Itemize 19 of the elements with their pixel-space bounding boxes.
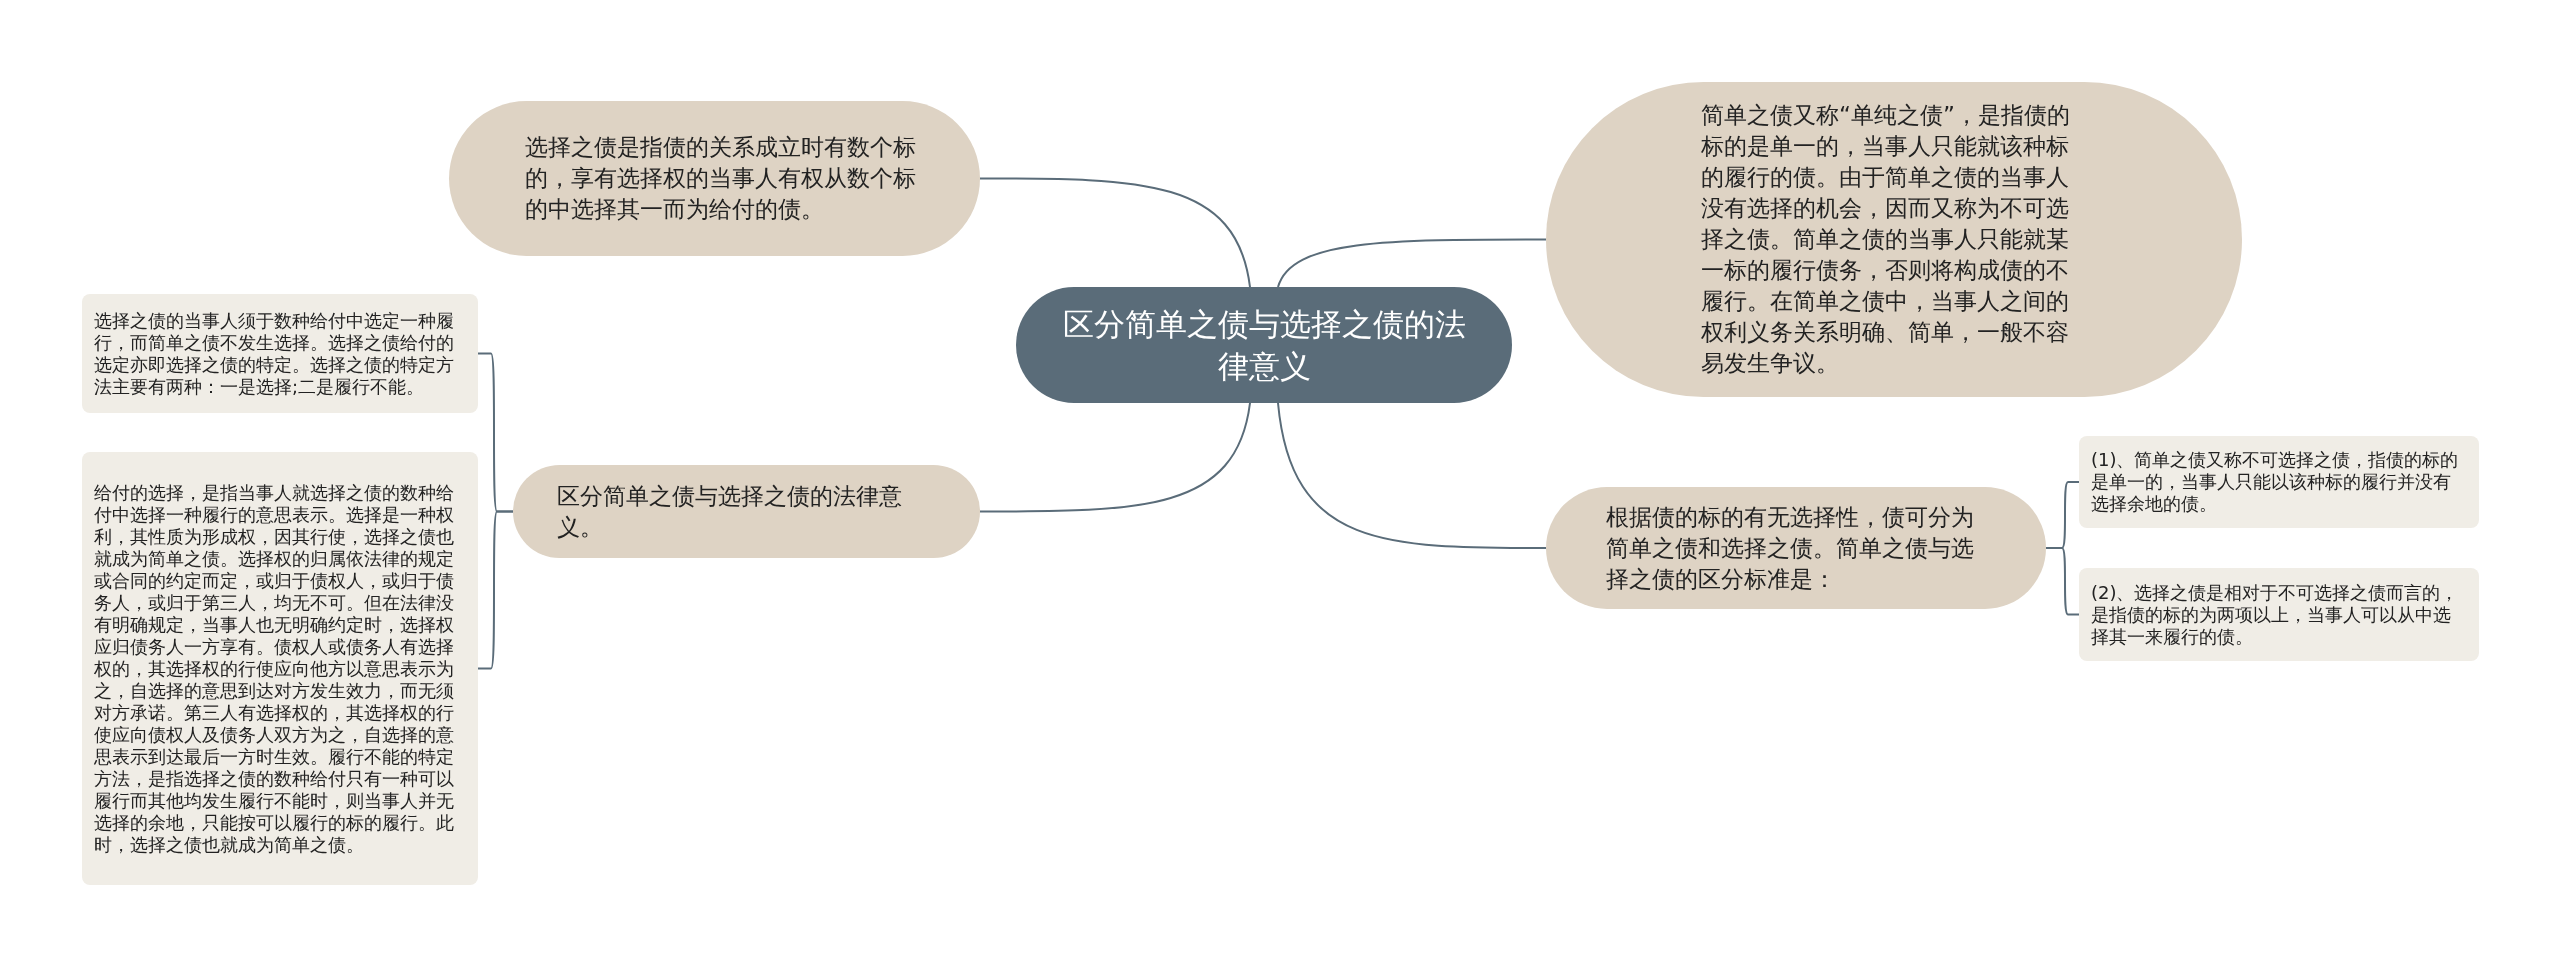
note-card [2079, 436, 2479, 528]
note-card [82, 452, 478, 885]
connector-line [1277, 238, 1547, 288]
note-card [82, 294, 478, 413]
topic-text: 区分简单之债与选择之债的法律意义。 [557, 481, 903, 542]
connector-line [979, 177, 1251, 288]
topic-text: 根据债的标的有无选择性，债可分为简单之债和选择之债。简单之债与选择之债的区分标准是： [1606, 502, 1975, 594]
topic-text: 给付的选择，是指当事人就选择之债的数种给付中选择一种履行的意思表示。选择是一种权利，其性质为形成权，因其行使，选择之债也就成为简单之债。选择权的归属依法律的规定或合同的约定而定，或归于债权人，或归于债务人，或归于第三人，均无不可。但在法律没有明确规定，当事人也无明确约定时，选择权应归债务人一方享有。债权人或债务人有选择权的，其选择权的行使应向他方以意思表示为之，自选择的意思到达对方发生效力，而无须对方承诺。第三人有选择权的，其选择权的行使应向债权人及债务人双方为之，自选择的意思表示到达最后一方时生效。履行不能的特定方法，是指选择之债的数种给付只有一种可以履行而其他均发生履行不能时，则当事人并无选择的余地，只能按可以履行的标的履行。此时，选择之债也就成为简单之债。 [94, 481, 455, 856]
connector-line [1277, 402, 1547, 549]
topic-text: (2)、选择之债是相对于不可选择之债而言的，是指债的标的为两项以上，当事人可以从中选择其一来履行的债。 [2091, 581, 2460, 648]
note-card [2079, 568, 2479, 661]
topic-text: 选择之债是指债的关系成立时有数个标的，享有选择权的当事人有权从数个标的中选择其一而为给付的债。 [525, 133, 917, 224]
topic-text: 选择之债的当事人须于数种给付中选定一种履行，而简单之债不发生选择。选择之债给付的选定亦即选择之债的特定。选择之债的特定方法主要有两种：一是选择;二是履行不能。 [94, 309, 455, 398]
connector-line [477, 510, 514, 670]
topic-text: (1)、简单之债又称不可选择之债，指债的标的是单一的，当事人只能以该种标的履行并没有选择余地的债。 [2091, 449, 2460, 515]
connector-line [2045, 547, 2080, 616]
topic-text: 简单之债又称“单纯之债”，是指债的标的是单一的，当事人只能就该种标的履行的债。由于简单之债的当事人没有选择的机会，因而又称为不可选择之债。简单之债的当事人只能就某一标的履行债务，否则将构成债的不履行。在简单之债中，当事人之间的权利义务关系明确、简单，一般不容易发生争议。 [1701, 101, 2071, 378]
topic-text: 区分简单之债与选择之债的法律意义 [1061, 305, 1467, 386]
connector-line [979, 402, 1251, 513]
